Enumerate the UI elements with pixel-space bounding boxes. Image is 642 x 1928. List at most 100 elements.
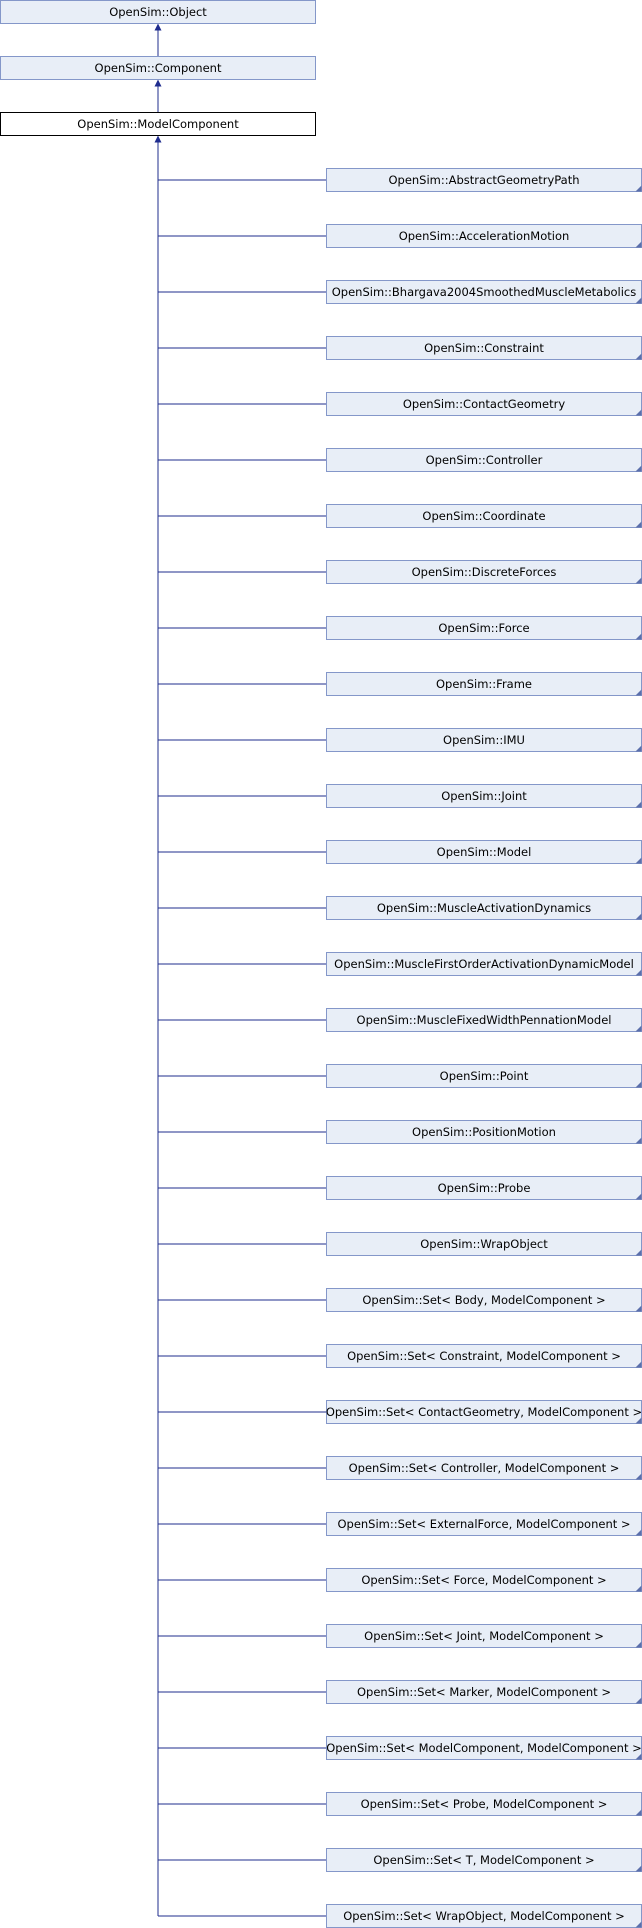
class-node-controller[interactable]: OpenSim::Controller: [326, 448, 642, 472]
has-subclasses-marker: [635, 1305, 642, 1312]
class-box: [0, 0, 316, 24]
has-subclasses-marker: [635, 1025, 642, 1032]
has-subclasses-marker: [635, 1529, 642, 1536]
class-node-bhargava2004smoothedmusclemetabolics[interactable]: OpenSim::Bhargava2004SmoothedMuscleMetab…: [326, 280, 642, 304]
class-label: OpenSim::Set< ExternalForce, ModelCompon…: [337, 1517, 630, 1531]
class-node-set-t-modelcomponent[interactable]: OpenSim::Set< T, ModelComponent >: [326, 1848, 642, 1872]
has-subclasses-marker: [635, 913, 642, 920]
has-subclasses-marker: [635, 1193, 642, 1200]
has-subclasses-marker: [635, 745, 642, 752]
class-label: OpenSim::Set< ModelComponent, ModelCompo…: [326, 1741, 642, 1755]
class-label: OpenSim::IMU: [443, 733, 525, 747]
class-node-muscleactivationdynamics[interactable]: OpenSim::MuscleActivationDynamics: [326, 896, 642, 920]
has-subclasses-marker: [635, 1809, 642, 1816]
class-node-musclefirstorderactivationdynamicmodel[interactable]: OpenSim::MuscleFirstOrderActivationDynam…: [326, 952, 642, 976]
class-box: [0, 56, 316, 80]
class-label: OpenSim::Model: [437, 845, 532, 859]
has-subclasses-marker: [635, 801, 642, 808]
has-subclasses-marker: [635, 1585, 642, 1592]
class-node-point[interactable]: OpenSim::Point: [326, 1064, 642, 1088]
class-node-accelerationmotion[interactable]: OpenSim::AccelerationMotion: [326, 224, 642, 248]
class-label: OpenSim::Point: [440, 1069, 529, 1083]
class-node-contactgeometry[interactable]: OpenSim::ContactGeometry: [326, 392, 642, 416]
has-subclasses-marker: [635, 1753, 642, 1760]
class-node-imu[interactable]: OpenSim::IMU: [326, 728, 642, 752]
class-label: OpenSim::Set< WrapObject, ModelComponent…: [343, 1909, 625, 1923]
class-label: OpenSim::Probe: [438, 1181, 531, 1195]
has-subclasses-marker: [635, 1081, 642, 1088]
has-subclasses-marker: [635, 1361, 642, 1368]
class-label: OpenSim::Set< Force, ModelComponent >: [361, 1573, 606, 1587]
class-node-component[interactable]: OpenSim::Component: [0, 56, 316, 80]
class-node-set-controller-modelcomponent[interactable]: OpenSim::Set< Controller, ModelComponent…: [326, 1456, 642, 1480]
class-label: OpenSim::Set< ContactGeometry, ModelComp…: [326, 1405, 642, 1419]
has-subclasses-marker: [635, 521, 642, 528]
class-node-set-externalforce-modelcomponent[interactable]: OpenSim::Set< ExternalForce, ModelCompon…: [326, 1512, 642, 1536]
class-node-abstractgeometrypath[interactable]: OpenSim::AbstractGeometryPath: [326, 168, 642, 192]
class-node-constraint[interactable]: OpenSim::Constraint: [326, 336, 642, 360]
class-label: OpenSim::MuscleActivationDynamics: [377, 901, 591, 915]
class-label: OpenSim::ModelComponent: [77, 117, 239, 131]
class-label: OpenSim::Object: [109, 5, 207, 19]
class-node-musclefixedwidthpennationmodel[interactable]: OpenSim::MuscleFixedWidthPennationModel: [326, 1008, 642, 1032]
class-label: OpenSim::Set< Marker, ModelComponent >: [357, 1685, 611, 1699]
class-label: OpenSim::Bhargava2004SmoothedMuscleMetab…: [332, 285, 637, 299]
class-node-probe[interactable]: OpenSim::Probe: [326, 1176, 642, 1200]
class-box: [0, 112, 316, 136]
inheritance-arrow: [154, 135, 162, 143]
class-node-joint[interactable]: OpenSim::Joint: [326, 784, 642, 808]
has-subclasses-marker: [635, 857, 642, 864]
class-label: OpenSim::DiscreteForces: [412, 565, 557, 579]
class-node-set-body-modelcomponent[interactable]: OpenSim::Set< Body, ModelComponent >: [326, 1288, 642, 1312]
class-node-force[interactable]: OpenSim::Force: [326, 616, 642, 640]
class-label: OpenSim::Component: [95, 61, 222, 75]
class-node-set-contactgeometry-modelcomponent[interactable]: OpenSim::Set< ContactGeometry, ModelComp…: [326, 1400, 642, 1424]
has-subclasses-marker: [635, 353, 642, 360]
class-node-set-probe-modelcomponent[interactable]: OpenSim::Set< Probe, ModelComponent >: [326, 1792, 642, 1816]
class-label: OpenSim::Coordinate: [422, 509, 545, 523]
inheritance-edges: [154, 23, 327, 1917]
class-node-frame[interactable]: OpenSim::Frame: [326, 672, 642, 696]
class-node-wrapobject[interactable]: OpenSim::WrapObject: [326, 1232, 642, 1256]
has-subclasses-marker: [635, 1921, 642, 1928]
class-node-set-force-modelcomponent[interactable]: OpenSim::Set< Force, ModelComponent >: [326, 1568, 642, 1592]
class-node-positionmotion[interactable]: OpenSim::PositionMotion: [326, 1120, 642, 1144]
class-node-set-modelcomponent-modelcomponent[interactable]: OpenSim::Set< ModelComponent, ModelCompo…: [326, 1736, 642, 1760]
has-subclasses-marker: [635, 465, 642, 472]
class-node-discreteforces[interactable]: OpenSim::DiscreteForces: [326, 560, 642, 584]
has-subclasses-marker: [635, 577, 642, 584]
class-node-object[interactable]: OpenSim::Object: [0, 0, 316, 24]
has-subclasses-marker: [635, 689, 642, 696]
has-subclasses-marker: [635, 1249, 642, 1256]
class-node-set-marker-modelcomponent[interactable]: OpenSim::Set< Marker, ModelComponent >: [326, 1680, 642, 1704]
class-node-set-joint-modelcomponent[interactable]: OpenSim::Set< Joint, ModelComponent >: [326, 1624, 642, 1648]
has-subclasses-marker: [635, 297, 642, 304]
class-label: OpenSim::Force: [438, 621, 529, 635]
class-label: OpenSim::AbstractGeometryPath: [388, 173, 579, 187]
has-subclasses-marker: [635, 409, 642, 416]
class-node-model[interactable]: OpenSim::Model: [326, 840, 642, 864]
class-node-set-constraint-modelcomponent[interactable]: OpenSim::Set< Constraint, ModelComponent…: [326, 1344, 642, 1368]
has-subclasses-marker: [635, 1641, 642, 1648]
class-node-current[interactable]: OpenSim::ModelComponent: [0, 112, 316, 136]
inheritance-arrow: [154, 23, 162, 31]
class-label: OpenSim::ContactGeometry: [403, 397, 565, 411]
class-label: OpenSim::Set< T, ModelComponent >: [373, 1853, 594, 1867]
has-subclasses-marker: [635, 969, 642, 976]
inheritance-arrow: [154, 79, 162, 87]
class-label: OpenSim::Set< Controller, ModelComponent…: [349, 1461, 620, 1475]
has-subclasses-marker: [635, 185, 642, 192]
has-subclasses-marker: [635, 633, 642, 640]
class-label: OpenSim::Controller: [426, 453, 543, 467]
class-label: OpenSim::MuscleFirstOrderActivationDynam…: [334, 957, 634, 971]
has-subclasses-marker: [635, 1697, 642, 1704]
class-node-set-wrapobject-modelcomponent[interactable]: OpenSim::Set< WrapObject, ModelComponent…: [326, 1904, 642, 1928]
class-label: OpenSim::Set< Body, ModelComponent >: [362, 1293, 605, 1307]
class-label: OpenSim::Set< Joint, ModelComponent >: [364, 1629, 604, 1643]
class-node-coordinate[interactable]: OpenSim::Coordinate: [326, 504, 642, 528]
has-subclasses-marker: [635, 1417, 642, 1424]
has-subclasses-marker: [635, 1137, 642, 1144]
class-label: OpenSim::AccelerationMotion: [399, 229, 570, 243]
